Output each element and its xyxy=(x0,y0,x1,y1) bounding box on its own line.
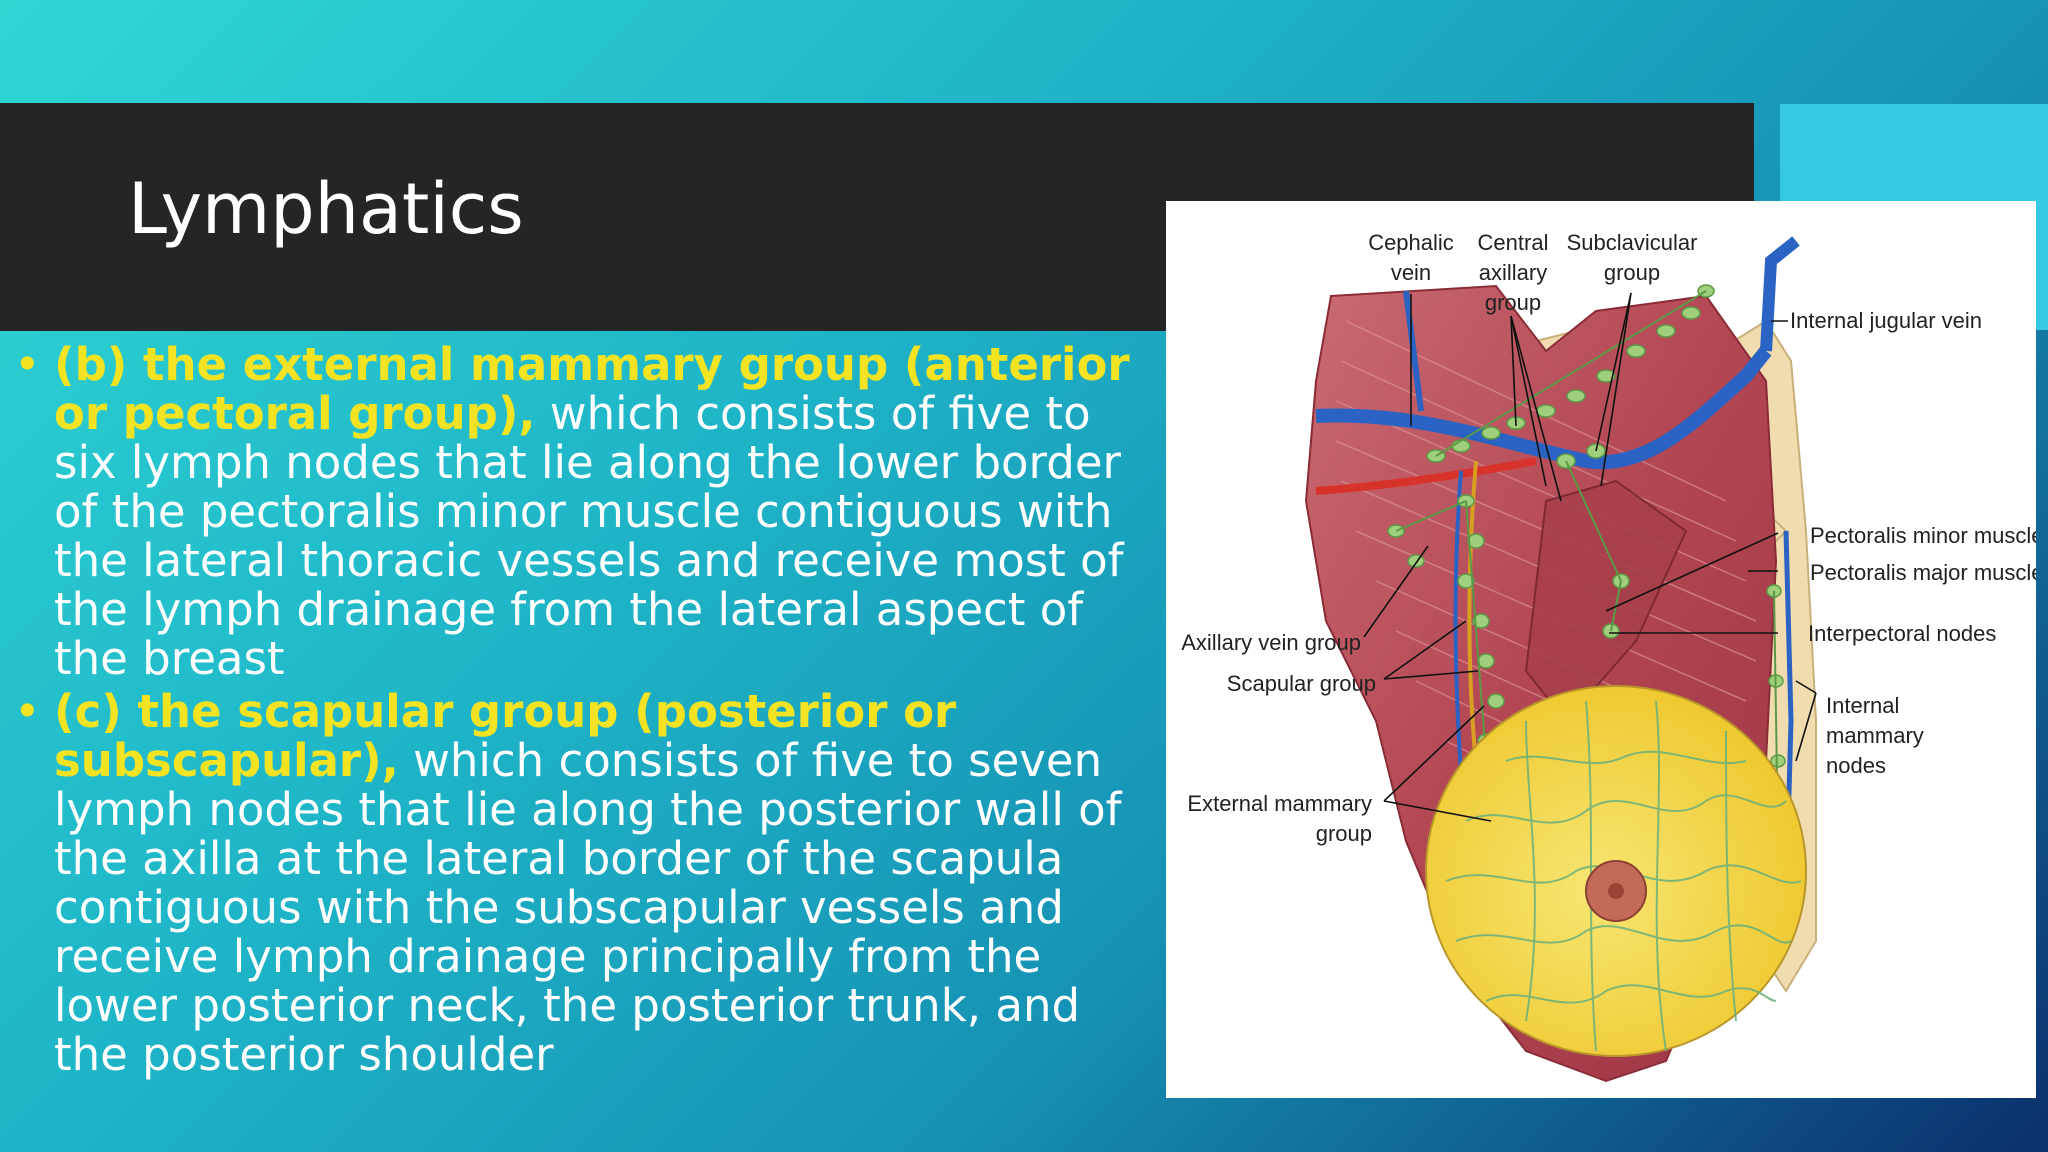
pectoralis-minor-shape xyxy=(1524,479,1688,723)
lymphatics-illustration: Cephalic vein Central axillary group Sub… xyxy=(1181,230,2036,1083)
slide-body: •(b) the external mammary group (anterio… xyxy=(14,340,1164,1079)
label-internal-mammary: Internal xyxy=(1826,693,1899,718)
figure-labels: Cephalic vein Central axillary group Sub… xyxy=(1181,230,2036,846)
label-interpectoral: Interpectoral nodes xyxy=(1808,621,1996,646)
axillary-vein xyxy=(1315,346,1772,470)
slide-title: Lymphatics xyxy=(128,168,524,250)
label-subclavicular: Subclavicular xyxy=(1567,230,1698,255)
label-cephalic-vein-2: vein xyxy=(1391,260,1431,285)
bullet-text: which consists of five to seven lymph no… xyxy=(54,734,1122,1081)
label-cephalic-vein: Cephalic xyxy=(1368,230,1454,255)
bullet-highlight: (b) the external mammary group (anterior… xyxy=(54,338,1130,440)
label-internal-mammary-2: mammary xyxy=(1826,723,1924,748)
jugular-vein xyxy=(1760,236,1800,352)
label-central-axillary: Central xyxy=(1478,230,1549,255)
label-external-mammary: External mammary xyxy=(1187,791,1372,816)
label-internal-mammary-3: nodes xyxy=(1826,753,1886,778)
label-scapular-group: Scapular group xyxy=(1227,671,1376,696)
cephalic-vein xyxy=(1403,290,1424,412)
subclavian-artery xyxy=(1315,457,1537,495)
bullet-dot-icon: • xyxy=(14,685,41,738)
label-internal-jugular: Internal jugular vein xyxy=(1790,308,1982,333)
label-central-axillary-2: axillary xyxy=(1479,260,1547,285)
label-pectoralis-minor: Pectoralis minor muscle xyxy=(1810,523,2036,548)
anatomy-figure: Cephalic vein Central axillary group Sub… xyxy=(1166,201,2036,1098)
label-pectoralis-major: Pectoralis major muscle xyxy=(1810,560,2036,585)
bullet-scapular: •(c) the scapular group (posterior or su… xyxy=(14,687,1164,1079)
bullet-highlight: (c) the scapular group (posterior or sub… xyxy=(54,685,957,787)
bullet-dot-icon: • xyxy=(14,338,41,391)
leader-lines xyxy=(1363,292,1817,822)
label-external-mammary-2: group xyxy=(1316,821,1372,846)
label-central-axillary-3: group xyxy=(1485,290,1541,315)
label-subclavicular-2: group xyxy=(1604,260,1660,285)
breast-shape xyxy=(1425,685,1807,1057)
bullet-text: which consists of five to six lymph node… xyxy=(54,387,1124,685)
label-axillary-vein-group: Axillary vein group xyxy=(1181,630,1361,655)
bullet-external-mammary: •(b) the external mammary group (anterio… xyxy=(14,340,1164,683)
